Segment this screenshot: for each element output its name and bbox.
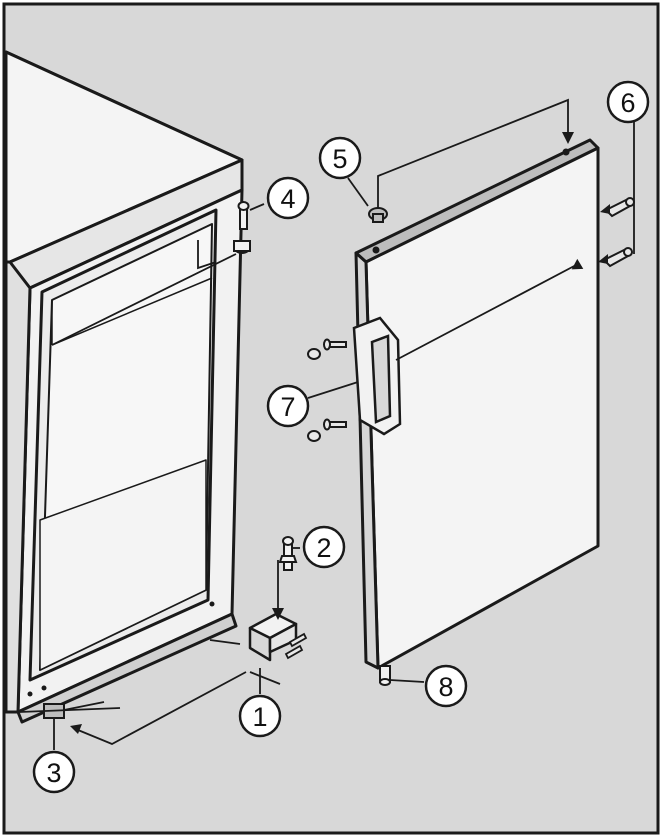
callout-label-4: 4: [280, 184, 295, 214]
appliance-cabinet: [4, 50, 244, 724]
callout-label-2: 2: [316, 533, 331, 563]
hinge-screws: [284, 632, 308, 660]
hole-mark: [562, 148, 570, 156]
arrowheads: [70, 132, 610, 734]
hole-mark: [372, 246, 380, 254]
cover-cap-part-5: [368, 207, 388, 223]
callout-3: 3: [32, 718, 76, 794]
callout-1: 1: [238, 668, 282, 738]
hinge-pin-part-2: [278, 536, 298, 571]
callout-8: 8: [389, 664, 468, 708]
appliance-door: [354, 138, 600, 670]
callout-5: 5: [318, 136, 369, 207]
callout-label-3: 3: [46, 758, 61, 788]
callout-2: 2: [292, 525, 346, 569]
top-pin-part-4: [233, 201, 251, 254]
callout-label-5: 5: [332, 144, 347, 174]
callout-label-6: 6: [620, 88, 635, 118]
bottom-pin-part-8: [379, 665, 391, 686]
hole-mark: [27, 691, 33, 697]
door-handle-part-7: [352, 316, 402, 436]
callout-4: 4: [249, 176, 310, 220]
callout-7: 7: [266, 381, 359, 428]
screws-part-6: [602, 197, 635, 268]
callout-label-8: 8: [438, 672, 453, 702]
callout-label-1: 1: [252, 702, 267, 732]
assembly-lines: [19, 98, 635, 745]
callout-label-7: 7: [280, 392, 295, 422]
hole-mark: [41, 685, 47, 691]
hole-mark: [209, 601, 215, 607]
handle-screws: [307, 338, 347, 442]
callout-6: 6: [606, 80, 650, 124]
